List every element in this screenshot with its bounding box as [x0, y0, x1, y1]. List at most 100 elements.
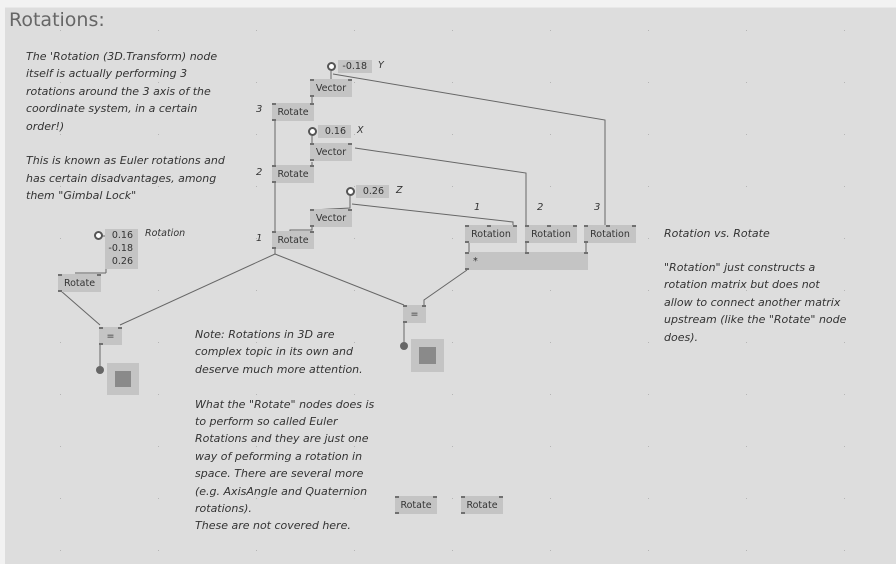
- grid-dot: [354, 238, 355, 239]
- grid-dot: [452, 186, 453, 187]
- equals-node-right[interactable]: =: [403, 305, 426, 323]
- grid-dot: [550, 498, 551, 499]
- boolean-preview-square: [419, 347, 436, 364]
- grid-dot: [256, 134, 257, 135]
- z-bang-toggle[interactable]: [346, 187, 355, 196]
- vector-node-x[interactable]: Vector: [310, 143, 352, 161]
- multiply-node[interactable]: *: [465, 252, 588, 270]
- grid-dot: [256, 498, 257, 499]
- rotate-node-label: Rotate: [277, 106, 309, 118]
- rotate-node-3[interactable]: Rotate: [272, 103, 314, 121]
- grid-dot: [452, 238, 453, 239]
- x-value-box[interactable]: 0.16: [318, 125, 351, 138]
- grid-dot: [844, 30, 845, 31]
- order-label-1: 1: [256, 233, 263, 244]
- grid-dot: [60, 82, 61, 83]
- grid-dot: [158, 134, 159, 135]
- grid-dot: [746, 186, 747, 187]
- vector-node-label: Vector: [315, 82, 347, 94]
- rotation-index-2: 2: [537, 202, 544, 213]
- grid-dot: [452, 550, 453, 551]
- grid-dot: [354, 342, 355, 343]
- grid-dot: [60, 238, 61, 239]
- grid-dot: [158, 30, 159, 31]
- x-bang-toggle[interactable]: [308, 127, 317, 136]
- rotate-node-extra-1[interactable]: Rotate: [395, 496, 437, 514]
- grid-dot: [746, 446, 747, 447]
- rotate-node-extra-2[interactable]: Rotate: [461, 496, 503, 514]
- rotation-node-label: Rotation: [590, 228, 630, 240]
- wire-rotate1-to-equals-left: [119, 253, 276, 326]
- vector-node-z[interactable]: Vector: [310, 209, 352, 227]
- rotation-node-2[interactable]: Rotation: [525, 225, 577, 243]
- z-value-box[interactable]: 0.26: [356, 185, 389, 198]
- grid-dot: [550, 446, 551, 447]
- vector-node-y[interactable]: Vector: [310, 79, 352, 97]
- comment-vs-body: "Rotation" just constructs a rotation ma…: [664, 261, 847, 344]
- grid-dot: [648, 238, 649, 239]
- grid-dot: [844, 82, 845, 83]
- rotate-node-1[interactable]: Rotate: [272, 231, 314, 249]
- grid-dot: [452, 290, 453, 291]
- grid-dot: [844, 186, 845, 187]
- comment-intro: The 'Rotation (3D.Transform) node itself…: [26, 50, 225, 203]
- grid-dot: [550, 30, 551, 31]
- grid-dot: [354, 394, 355, 395]
- grid-dot: [256, 238, 257, 239]
- rotation-node-1[interactable]: Rotation: [465, 225, 517, 243]
- equals-node-left[interactable]: =: [99, 327, 122, 345]
- grid-dot: [256, 342, 257, 343]
- grid-dot: [158, 186, 159, 187]
- grid-dot: [452, 134, 453, 135]
- rotation-node-3[interactable]: Rotation: [584, 225, 636, 243]
- grid-dot: [256, 394, 257, 395]
- comment-note: Note: Rotations in 3D are complex topic …: [195, 328, 375, 533]
- grid-dot: [158, 290, 159, 291]
- boolean-preview-left[interactable]: [107, 363, 139, 395]
- rotate-node-2[interactable]: Rotate: [272, 165, 314, 183]
- grid-dot: [550, 550, 551, 551]
- grid-dot: [746, 290, 747, 291]
- rotate-node-label: Rotate: [63, 277, 96, 289]
- grid-dot: [648, 186, 649, 187]
- wire-mult-to-equals: [423, 269, 468, 305]
- grid-dot: [354, 550, 355, 551]
- rotate-node-label: Rotate: [400, 499, 432, 511]
- grid-dot: [452, 342, 453, 343]
- rotate-node-label: Rotate: [466, 499, 498, 511]
- grid-dot: [648, 550, 649, 551]
- grid-dot: [746, 394, 747, 395]
- grid-dot: [648, 290, 649, 291]
- y-bang-toggle[interactable]: [327, 62, 336, 71]
- rotation-bang-toggle[interactable]: [94, 231, 103, 240]
- wire-x-to-rotation-2: [354, 147, 527, 227]
- output-pin-left[interactable]: [96, 366, 104, 374]
- grid-dot: [60, 394, 61, 395]
- rotate-node-left[interactable]: Rotate: [58, 274, 101, 292]
- grid-dot: [844, 290, 845, 291]
- grid-dot: [158, 238, 159, 239]
- grid-dot: [844, 342, 845, 343]
- rotation-index-3: 3: [594, 202, 601, 213]
- output-pin-right[interactable]: [400, 342, 408, 350]
- patch-background[interactable]: [5, 7, 896, 564]
- grid-dot: [550, 342, 551, 343]
- grid-dot: [452, 30, 453, 31]
- wire-z-to-rotation-1: [351, 203, 514, 227]
- grid-dot: [354, 290, 355, 291]
- rotate-node-label: Rotate: [277, 234, 309, 246]
- grid-dot: [844, 550, 845, 551]
- order-label-3: 3: [256, 104, 263, 115]
- grid-dot: [550, 186, 551, 187]
- y-value-box[interactable]: -0.18: [338, 60, 372, 73]
- equals-node-label: =: [410, 308, 419, 320]
- grid-dot: [648, 82, 649, 83]
- grid-dot: [452, 446, 453, 447]
- grid-dot: [158, 446, 159, 447]
- boolean-preview-right[interactable]: [411, 339, 444, 372]
- wire-rotate1-to-equals-right: [274, 253, 405, 306]
- grid-dot: [60, 30, 61, 31]
- grid-dot: [60, 186, 61, 187]
